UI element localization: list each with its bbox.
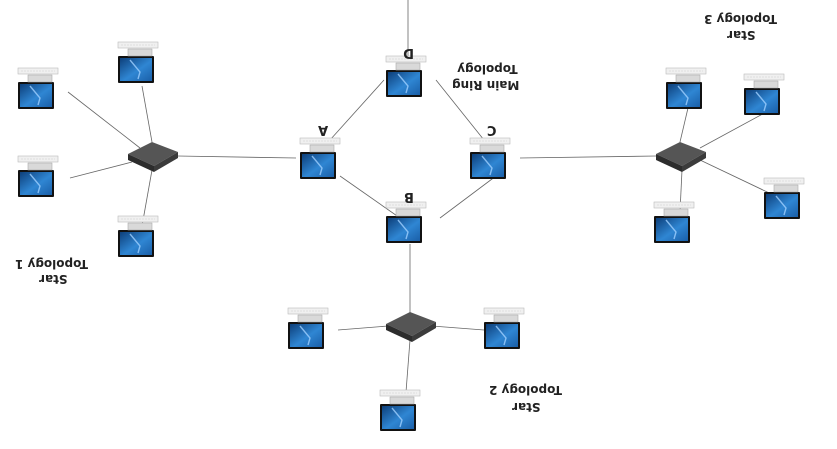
computer-star1-bottom [117, 215, 159, 258]
connection-lines [67, 0, 785, 393]
star2-hub [386, 312, 436, 342]
computer-ring-a [299, 137, 341, 180]
computer-ring-c [469, 137, 511, 180]
computer-ring-d [385, 55, 427, 98]
star1-label-line1: Star [39, 272, 67, 286]
computer-ring-b [385, 201, 427, 244]
main-ring-label: Main Ring Topology [452, 62, 519, 92]
computer-star3-right-top [743, 73, 785, 116]
computer-star2-right [483, 307, 525, 350]
computer-star3-top [665, 67, 707, 110]
star3-label-line2: Topology 3 [704, 12, 777, 26]
star2-label-line2: Topology 2 [489, 383, 562, 397]
ring-node-b-label: B [404, 189, 414, 204]
star1-label-line2: Topology 1 [15, 257, 88, 271]
computer-star3-bottom [653, 201, 695, 244]
ring-node-a-label: A [318, 122, 328, 137]
star3-label: Star Topology 3 [704, 12, 777, 42]
star3-label-line1: Star [727, 28, 755, 42]
ring-node-d-label: D [403, 45, 414, 60]
star2-label: Star Topology 2 [489, 383, 562, 414]
computer-star1-top [117, 41, 159, 84]
computer-star2-left [287, 307, 329, 350]
star2-label-line1: Star [512, 400, 540, 414]
star3-hub [656, 142, 706, 172]
ring-node-c-label: C [487, 122, 497, 137]
main-ring-label-line1: Main Ring [452, 78, 519, 92]
star1-label: Star Topology 1 [15, 257, 88, 286]
computer-star2-bottom [379, 389, 421, 432]
main-ring-label-line2: Topology [457, 62, 518, 76]
star1-hub [128, 142, 178, 172]
computer-star1-lower-left [17, 155, 59, 198]
computer-star1-upper-left [17, 67, 59, 110]
computer-star3-right-bottom [763, 177, 805, 220]
ring-node-labels: D A C B [318, 45, 497, 204]
